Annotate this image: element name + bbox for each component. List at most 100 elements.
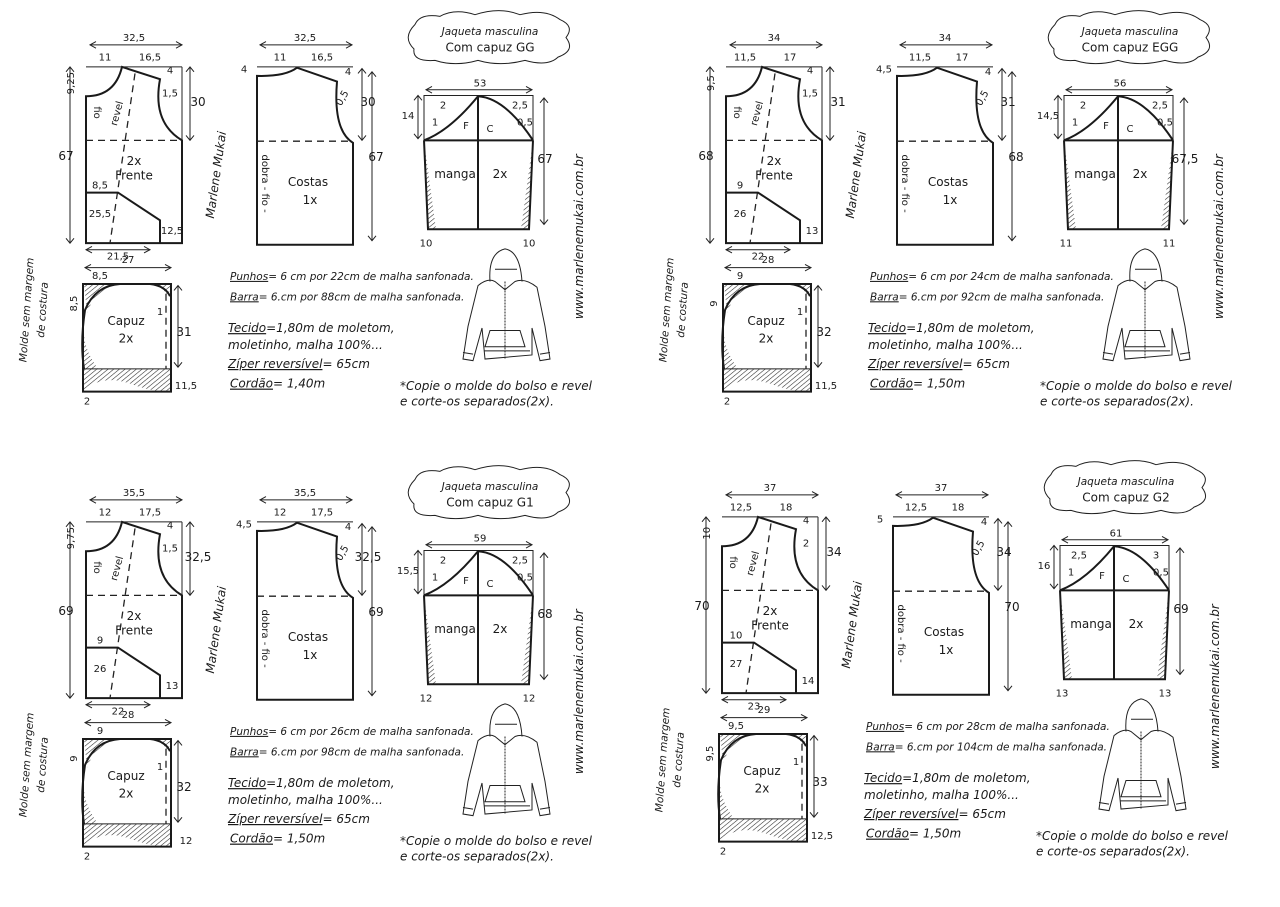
piece-qty: 2x	[759, 332, 774, 346]
piece-qty: 2x	[1133, 167, 1148, 181]
dimension-label: 14	[402, 111, 415, 122]
sleeve-front-label: F	[1099, 571, 1105, 582]
cordao-note: Cordão= 1,40m	[230, 377, 325, 391]
dimension-arrow	[725, 264, 811, 271]
dimension-label: 17,5	[139, 507, 161, 518]
title-line-2: Com capuz EGG	[1082, 40, 1179, 54]
dimension-arrow	[706, 67, 714, 243]
dimension-arrow	[1004, 522, 1012, 691]
dimension-arrow	[1050, 545, 1058, 588]
ziper-note: Zíper reversível= 65cm	[227, 812, 370, 826]
piece-qty: 1x	[943, 193, 958, 207]
dimension-label: 2	[440, 556, 446, 567]
punhos-note: Punhos= 6 cm por 22cm de malha sanfonada…	[230, 271, 474, 283]
dimension-label: 69	[1173, 602, 1188, 616]
side-note-line: de costura	[35, 737, 51, 793]
tecido-note-line-2: moletinho, malha 100%...	[868, 338, 1023, 352]
grain-label: fio	[731, 106, 742, 118]
side-note-line: de costura	[35, 282, 51, 338]
dimension-arrow	[722, 696, 786, 703]
dimension-label: 4	[985, 67, 991, 78]
tecido-note-line-2: moletinho, malha 100%...	[228, 338, 383, 352]
dimension-arrow	[260, 497, 352, 504]
dimension-label: 1	[432, 118, 438, 129]
dimension-label: 31	[830, 95, 845, 109]
piece-qty: 2x	[119, 787, 134, 801]
title-cloud	[408, 466, 569, 519]
dimension-label: 28	[122, 710, 135, 721]
piece-name: manga	[1074, 167, 1116, 181]
dimension-label: 1	[793, 757, 799, 768]
pocket-note-line-2: e corte-os separados(2x).	[1040, 395, 1194, 409]
dimension-label: 2,5	[1071, 551, 1087, 562]
dimension-label: 32,5	[294, 33, 316, 44]
dimension-label: 11	[274, 52, 287, 63]
dimension-arrow	[174, 286, 182, 368]
dimension-label: 9,5	[706, 75, 717, 91]
frente-piece	[66, 497, 194, 708]
signature: Marlene Mukai	[839, 580, 865, 670]
dimension-label: 23	[748, 702, 761, 713]
dimension-label: 12	[180, 836, 193, 847]
piece-name: manga	[434, 167, 476, 181]
dimension-label: 9,25	[66, 72, 77, 94]
dimension-arrow	[85, 719, 171, 726]
side-note-line: Molde sem margem	[17, 257, 36, 362]
piece-name: Capuz	[747, 314, 784, 328]
dimension-arrow	[896, 492, 988, 499]
dimension-arrow	[66, 67, 74, 243]
tecido-note-line-2: moletinho, malha 100%...	[864, 788, 1019, 802]
dimension-label: 11,5	[909, 52, 931, 63]
piece-qty: 1x	[303, 648, 318, 662]
dimension-label: 32	[176, 780, 191, 794]
pocket-note-line-1: *Copie o molde do bolso e revel	[400, 379, 593, 393]
pocket-note-line-2: e corte-os separados(2x).	[400, 850, 554, 864]
dimension-label: 17,5	[311, 507, 333, 518]
dimension-arrow	[86, 246, 150, 253]
dimension-label: 31	[1000, 95, 1015, 109]
barra-note: Barra= 6.cm por 104cm de malha sanfonada…	[866, 741, 1107, 753]
dimension-label: 1	[157, 307, 163, 318]
dimension-label: 30	[360, 95, 375, 109]
dimension-label: 15,5	[397, 566, 419, 577]
dimension-label: 11	[99, 52, 112, 63]
dimension-arrow	[994, 519, 1002, 591]
dimension-arrow	[426, 541, 532, 548]
dimension-label: 9	[97, 726, 103, 737]
pocket-note-line-2: e corte-os separados(2x).	[400, 395, 554, 409]
dimension-label: 1,5	[162, 88, 178, 99]
sleeve-front-label: F	[463, 121, 469, 132]
dimension-label: 1	[1072, 118, 1078, 129]
side-note-line: Molde sem margem	[653, 707, 672, 812]
manga-piece	[1054, 86, 1188, 229]
dimension-label: 12,5	[811, 831, 833, 842]
dimension-label: 37	[764, 483, 777, 494]
hoodie-illustration	[463, 704, 550, 816]
dimension-arrow	[998, 69, 1006, 141]
dimension-arrow	[368, 527, 376, 696]
dimension-arrow	[721, 714, 807, 721]
dimension-arrow	[426, 86, 532, 93]
piece-qty: 2x	[1129, 617, 1144, 631]
punhos-note: Punhos= 6 cm por 28cm de malha sanfonada…	[866, 721, 1110, 733]
dimension-arrow	[368, 72, 376, 241]
dimension-label: 32	[816, 325, 831, 339]
piece-name: Costas	[928, 175, 968, 189]
dimension-label: 10	[702, 527, 713, 540]
dimension-label: 2	[1080, 101, 1086, 112]
dimension-label: 12	[274, 507, 287, 518]
cordao-note: Cordão= 1,50m	[870, 377, 965, 391]
dimension-label: 8,5	[92, 271, 108, 282]
dimension-label: 70	[694, 599, 709, 613]
dimension-label: 68	[1008, 150, 1023, 164]
title-line-1: Jaqueta masculina	[1080, 26, 1179, 38]
dimension-label: 35,5	[294, 488, 316, 499]
dimension-label: 11	[1060, 238, 1073, 249]
dimension-label: 29	[758, 705, 771, 716]
dimension-arrow	[900, 42, 992, 49]
dimension-label: 9,5	[705, 746, 716, 762]
dimension-label: 30	[190, 95, 205, 109]
dimension-arrow	[260, 42, 352, 49]
